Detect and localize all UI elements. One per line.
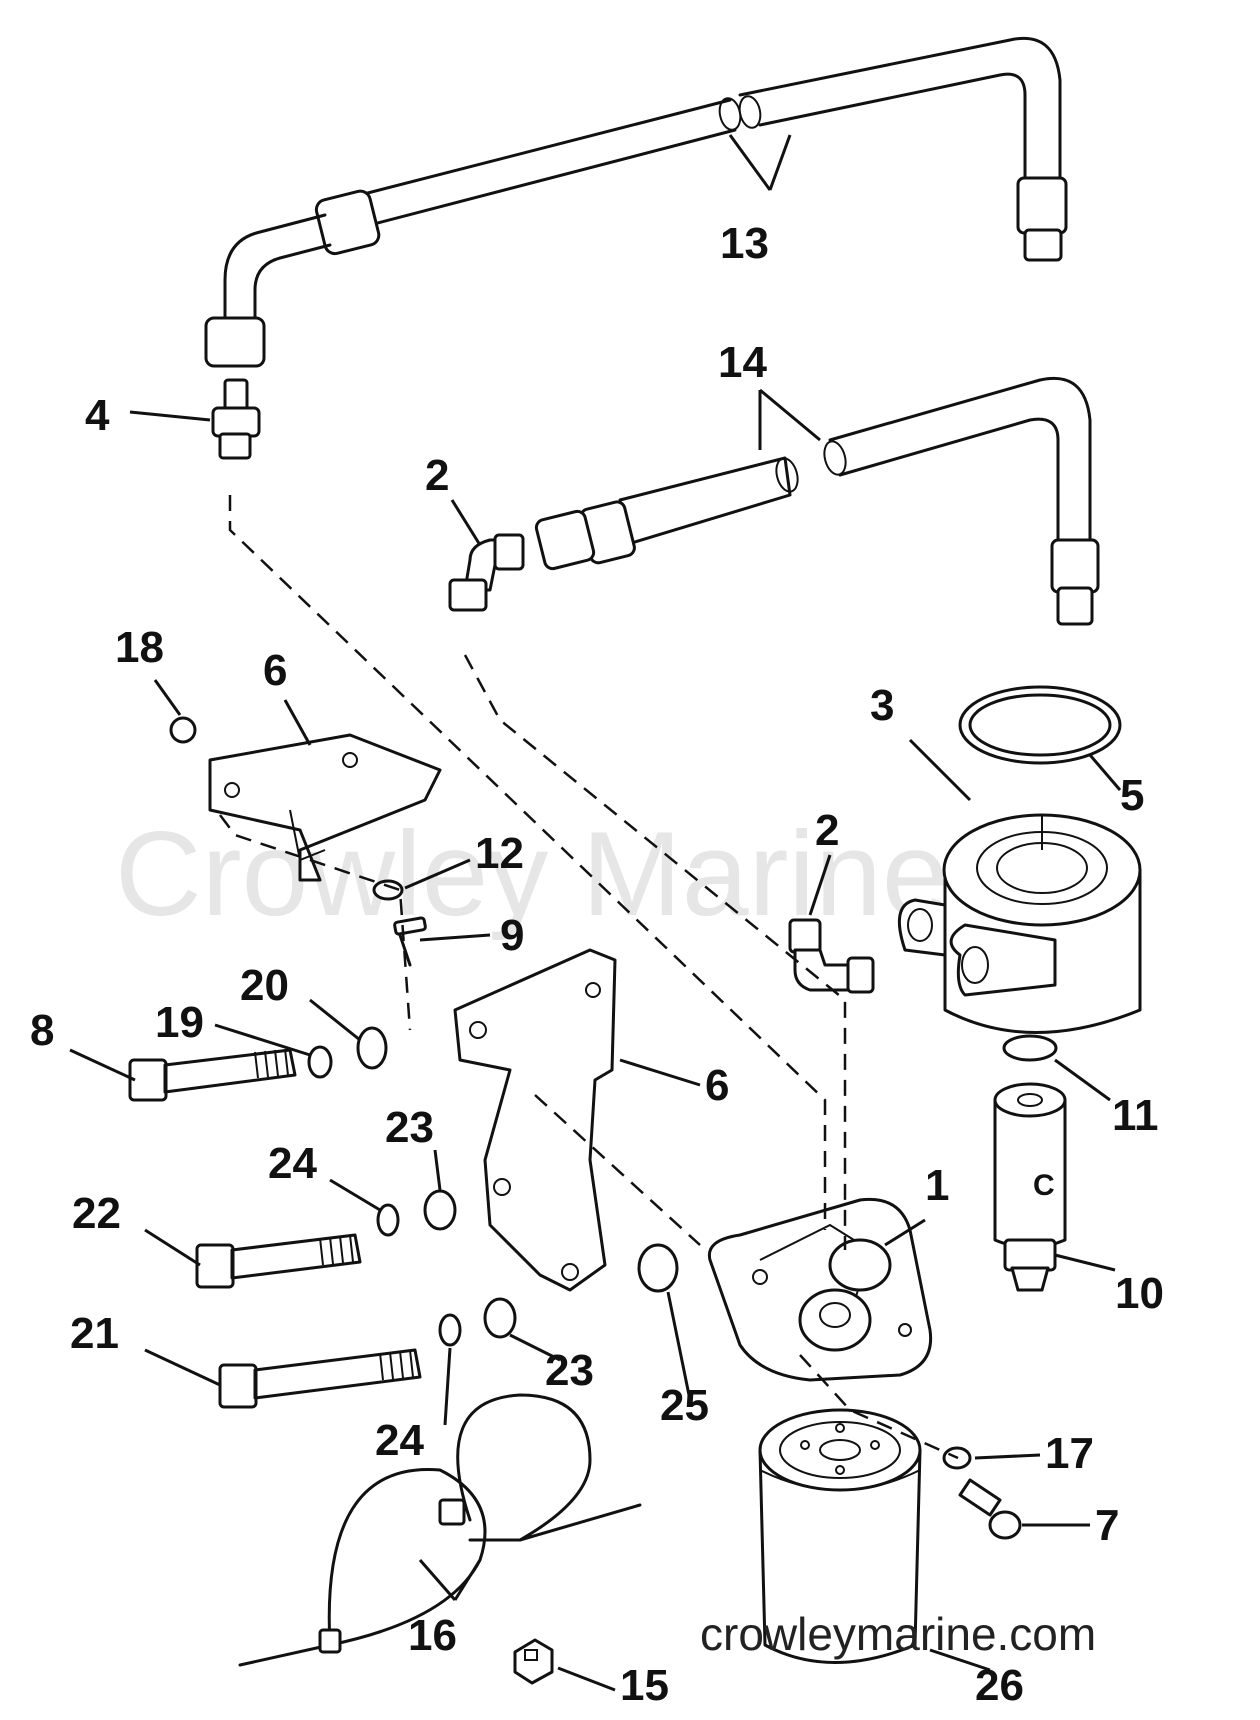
leader-9 — [419, 933, 491, 942]
bracket-6-lower — [453, 948, 617, 1292]
callout-4: 4 — [85, 391, 110, 440]
leader-15 — [557, 1666, 616, 1692]
adapter-3 — [897, 813, 1142, 1034]
leader-6b — [619, 1058, 701, 1087]
callout-24-lower: 24 — [375, 1416, 424, 1465]
leader-1 — [884, 1218, 926, 1247]
callout-19: 19 — [155, 998, 204, 1047]
callout-15: 15 — [620, 1661, 669, 1710]
elbow-fitting-2-lower — [788, 918, 875, 994]
leader-24b — [443, 1347, 452, 1426]
washer-12 — [372, 879, 404, 901]
oil-filter-26 — [758, 1408, 922, 1664]
callout-2-lower: 2 — [815, 806, 839, 855]
o-ring-5 — [958, 685, 1122, 765]
spacer-25 — [637, 1243, 679, 1293]
callout-11: 11 — [1112, 1091, 1159, 1140]
svg-text:C: C — [1033, 1169, 1055, 1202]
lockwasher-24-lower — [438, 1313, 462, 1347]
leader-11 — [1054, 1058, 1111, 1102]
leader-24a — [329, 1178, 381, 1212]
leader-19 — [214, 1023, 311, 1057]
callout-17: 17 — [1045, 1429, 1094, 1478]
leader-26 — [929, 1648, 991, 1672]
callout-26: 26 — [975, 1661, 1024, 1710]
elbow-fitting-2-upper — [448, 533, 525, 612]
bracket-6-upper — [208, 733, 442, 882]
leader-17 — [974, 1453, 1041, 1460]
washer-20 — [356, 1026, 388, 1070]
leader-14 — [758, 388, 821, 450]
callout-6-lower: 6 — [705, 1061, 729, 1110]
fuel-line-upper — [204, 36, 1068, 368]
fuel-fitting-4 — [211, 378, 261, 460]
leader-21 — [144, 1348, 221, 1387]
callout-14: 14 — [718, 338, 767, 387]
washer-23-upper — [423, 1189, 457, 1231]
callout-3: 3 — [870, 681, 894, 730]
callout-8: 8 — [30, 1006, 54, 1055]
leader-8 — [69, 1048, 136, 1082]
leader-5 — [1088, 754, 1122, 791]
callout-13: 13 — [720, 219, 769, 268]
fuel-line-lower — [534, 376, 1100, 626]
bolt-8 — [128, 1048, 297, 1102]
site-label: crowleymarine.com — [700, 1608, 1096, 1660]
leader-20 — [309, 998, 361, 1042]
callout-7: 7 — [1095, 1501, 1119, 1550]
clip-15 — [513, 1638, 554, 1685]
leader-23a — [433, 1149, 442, 1191]
washer-23-lower — [483, 1297, 517, 1339]
assembly-line-b — [463, 654, 847, 1250]
callout-21: 21 — [70, 1309, 119, 1358]
callout-22: 22 — [72, 1189, 121, 1238]
leader-2b — [808, 854, 832, 916]
callout-16: 16 — [408, 1611, 457, 1660]
filter-head-1 — [707, 1197, 933, 1382]
assembly-line-c — [219, 814, 412, 1031]
callout-6-upper: 6 — [263, 646, 287, 695]
callout-2-upper: 2 — [425, 451, 449, 500]
callout-25: 25 — [660, 1381, 709, 1430]
lockwasher-24-upper — [376, 1203, 400, 1237]
callout-1: 1 — [925, 1161, 949, 1210]
leader-3 — [908, 738, 972, 802]
callout-10: 10 — [1115, 1269, 1164, 1318]
callout-24-upper: 24 — [268, 1139, 317, 1188]
callout-5: 5 — [1120, 771, 1144, 820]
leader-2a — [450, 499, 482, 546]
callout-18: 18 — [115, 623, 164, 672]
leader-10 — [1054, 1253, 1116, 1272]
callout-9: 9 — [500, 911, 524, 960]
leader-25 — [666, 1291, 692, 1401]
leader-6a — [283, 699, 312, 746]
filter-element-10: C — [993, 1082, 1067, 1292]
callout-23-upper: 23 — [385, 1103, 434, 1152]
nut-18 — [169, 716, 197, 744]
callout-23-lower: 23 — [545, 1346, 594, 1395]
leader-13 — [728, 134, 792, 191]
leader-22 — [144, 1228, 201, 1267]
bolt-21 — [218, 1348, 422, 1409]
leader-4 — [129, 410, 211, 422]
callout-20: 20 — [240, 961, 289, 1010]
washer-17 — [942, 1446, 972, 1470]
tie-straps-16 — [238, 1393, 642, 1667]
assembly-line-d — [534, 1094, 701, 1246]
lockwasher-19 — [307, 1045, 333, 1079]
o-ring-11 — [1002, 1034, 1058, 1062]
assembly-line-a — [228, 495, 827, 1230]
leader-18 — [153, 679, 182, 716]
bolt-22 — [195, 1233, 362, 1289]
leader-16 — [418, 1559, 482, 1601]
leader-23b — [509, 1333, 561, 1362]
leader-12 — [404, 858, 471, 890]
callout-12: 12 — [475, 829, 524, 878]
screw-7 — [958, 1478, 1022, 1540]
